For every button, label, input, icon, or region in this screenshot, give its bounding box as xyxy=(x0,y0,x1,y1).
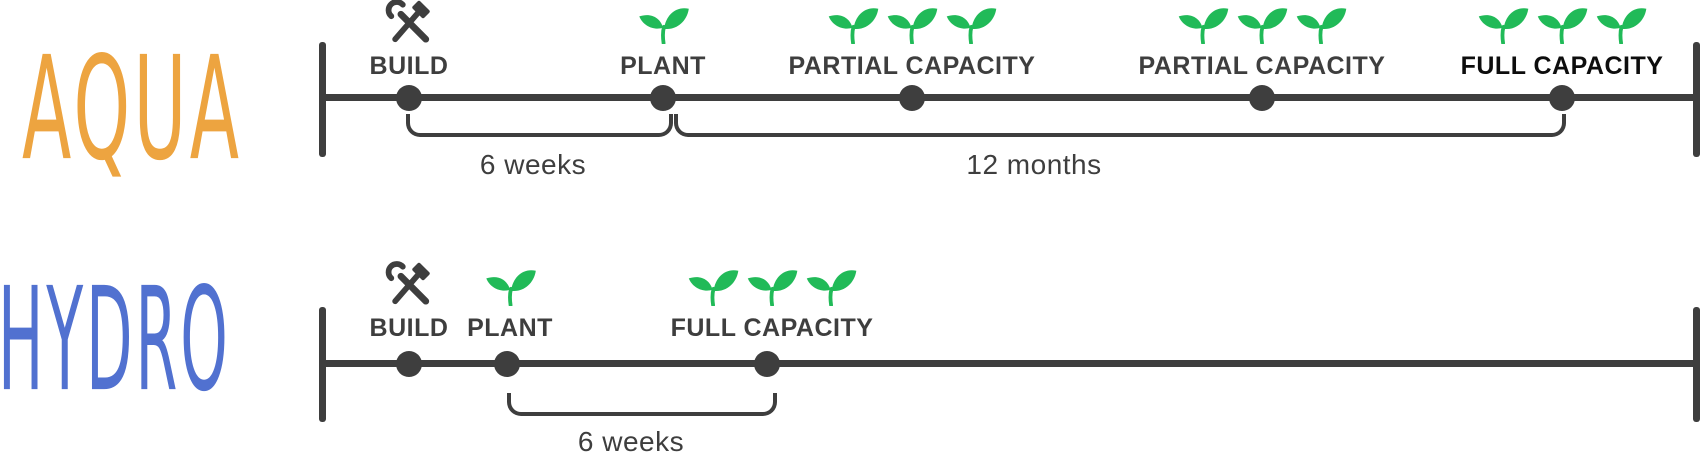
duration-bracket xyxy=(674,114,1566,137)
seedling-icon xyxy=(885,4,939,44)
duration-bracket xyxy=(507,393,777,416)
milestone-label: BUILD xyxy=(369,314,449,342)
seedling-icon xyxy=(1476,4,1530,44)
duration-label: 12 months xyxy=(966,149,1102,180)
milestone-plant: PLANT xyxy=(620,0,706,81)
seedling-icon xyxy=(636,4,690,44)
duration-bracket xyxy=(406,114,673,137)
milestone-icons xyxy=(1476,0,1648,44)
seedling-icon xyxy=(483,266,537,306)
milestone-build: BUILD xyxy=(370,262,449,343)
seedling-icon xyxy=(1294,4,1348,44)
hydro-row-title: HYDRO xyxy=(0,256,231,423)
milestone-label: BUILD xyxy=(369,52,449,80)
milestone-full-capacity: FULL CAPACITY xyxy=(671,262,874,343)
milestone-dot xyxy=(396,351,422,377)
seedling-icon xyxy=(1235,4,1289,44)
aqua-row-title: AQUA xyxy=(22,25,243,192)
seedling-icon xyxy=(804,266,858,306)
milestone-icons xyxy=(826,0,998,44)
milestone-dot xyxy=(754,351,780,377)
milestone-dot xyxy=(1249,85,1275,111)
seedling-icon xyxy=(1535,4,1589,44)
milestone-icons xyxy=(483,262,537,306)
timeline-end-cap xyxy=(1693,42,1700,157)
milestone-icons xyxy=(1176,0,1348,44)
milestone-dot xyxy=(650,85,676,111)
seedling-icon xyxy=(1176,4,1230,44)
seedling-icon xyxy=(686,266,740,306)
seedling-icon xyxy=(826,4,880,44)
milestone-dot xyxy=(396,85,422,111)
seedling-icon xyxy=(745,266,799,306)
milestone-label: PLANT xyxy=(467,314,553,342)
timeline-line xyxy=(322,94,1698,101)
milestone-icons xyxy=(384,262,434,306)
milestone-partial-capacity-1: PARTIAL CAPACITY xyxy=(789,0,1036,81)
milestone-label: FULL CAPACITY xyxy=(670,314,874,342)
milestone-label: PARTIAL CAPACITY xyxy=(788,52,1036,80)
timeline-end-cap xyxy=(1693,307,1700,422)
milestone-dot xyxy=(899,85,925,111)
seedling-icon xyxy=(944,4,998,44)
tools-icon xyxy=(384,0,434,44)
milestone-build: BUILD xyxy=(370,0,449,81)
milestone-icons xyxy=(384,0,434,44)
milestone-plant: PLANT xyxy=(467,262,553,343)
tools-icon xyxy=(384,260,434,306)
milestone-icons xyxy=(686,262,858,306)
timeline-line xyxy=(322,360,1698,367)
milestone-full-capacity: FULL CAPACITY xyxy=(1461,0,1664,81)
seedling-icon xyxy=(1594,4,1648,44)
duration-label: 6 weeks xyxy=(479,149,587,180)
milestone-label: PLANT xyxy=(620,52,706,80)
milestone-label: PARTIAL CAPACITY xyxy=(1138,52,1386,80)
milestone-dot xyxy=(494,351,520,377)
duration-label: 6 weeks xyxy=(577,426,685,457)
milestone-dot xyxy=(1549,85,1575,111)
milestone-icons xyxy=(636,0,690,44)
milestone-label: FULL CAPACITY xyxy=(1460,52,1664,80)
milestone-partial-capacity-2: PARTIAL CAPACITY xyxy=(1139,0,1386,81)
